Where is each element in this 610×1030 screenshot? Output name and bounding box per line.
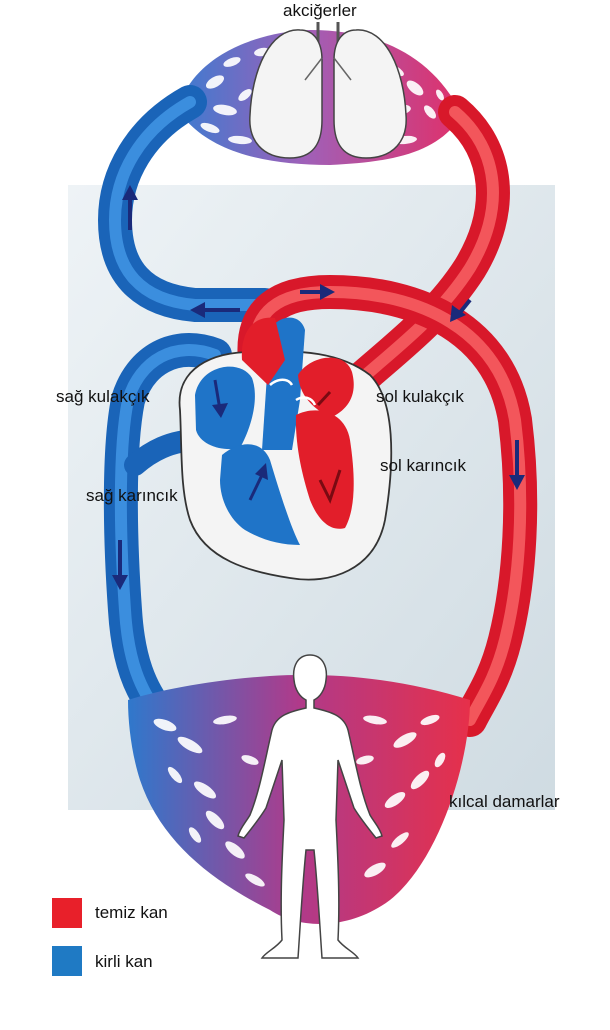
- legend-swatch-deoxygenated: [52, 946, 82, 976]
- legend-label-deoxygenated: kirli kan: [95, 952, 153, 972]
- label-right-atrium: sağ kulakçık: [56, 387, 150, 407]
- label-capillaries: kılcal damarlar: [449, 792, 560, 812]
- label-left-atrium: sol kulakçık: [376, 387, 464, 407]
- label-right-ventricle: sağ karıncık: [86, 486, 178, 506]
- label-lungs: akciğerler: [283, 1, 357, 21]
- legend-swatch-oxygenated: [52, 898, 82, 928]
- label-left-ventricle: sol karıncık: [380, 456, 466, 476]
- legend-label-oxygenated: temiz kan: [95, 903, 168, 923]
